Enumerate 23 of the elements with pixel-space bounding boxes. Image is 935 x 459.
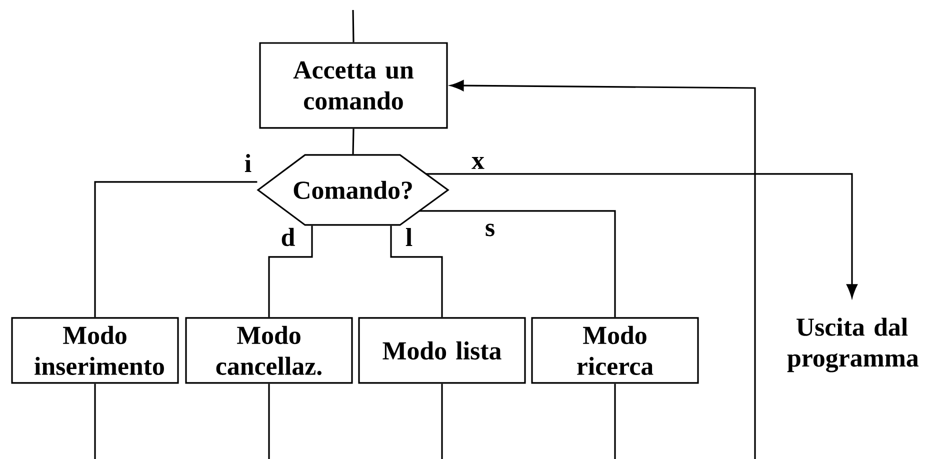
connector-line xyxy=(441,384,443,459)
connector-line xyxy=(352,128,354,154)
edge-label: s xyxy=(486,224,494,236)
connector-line xyxy=(268,384,270,459)
connector-line xyxy=(390,226,443,318)
connector-line xyxy=(352,10,354,42)
arrow xyxy=(450,80,756,459)
process-box: Modo lista xyxy=(358,317,526,384)
arrow xyxy=(426,173,858,298)
connector-line xyxy=(94,181,258,318)
edge-label: x xyxy=(472,157,484,169)
process-box: Accetta un comando xyxy=(259,42,448,129)
connector-line xyxy=(419,210,616,318)
edge-label: l xyxy=(406,228,412,246)
process-box: Modo ricerca xyxy=(531,317,699,384)
connector-line xyxy=(94,384,96,459)
terminal-text: Uscita dal programma xyxy=(787,318,918,372)
edge-label: d xyxy=(282,228,295,246)
edge-label: i xyxy=(244,154,252,172)
connector-line xyxy=(614,384,616,459)
process-box: Modo cancellaz. xyxy=(185,317,353,384)
process-box: Modo inserimento xyxy=(11,317,179,384)
connector-line xyxy=(268,226,313,318)
